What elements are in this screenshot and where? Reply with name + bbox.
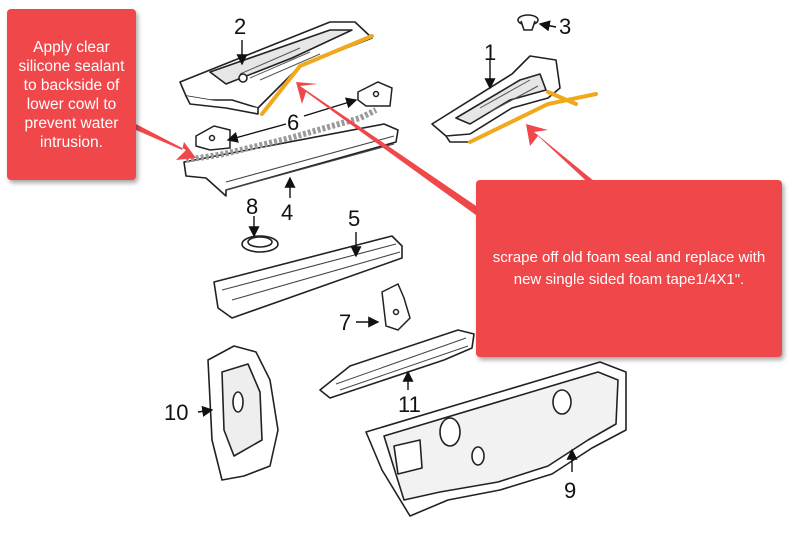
part-number-4: 4 [281, 200, 293, 225]
foam-seal-instruction-callout: scrape off old foam seal and replace wit… [476, 180, 782, 357]
part-number-8: 8 [246, 194, 258, 219]
part-5-rail [213, 235, 403, 319]
part-9-dash-panel [365, 361, 627, 517]
sealant-instruction-text: Apply clear silicone sealant to backside… [18, 38, 125, 151]
part-3-clip [517, 14, 539, 31]
part-10-pillar [207, 345, 279, 481]
part-number-10: 10 [164, 400, 188, 425]
leader-lines [197, 20, 578, 472]
part-number-7: 7 [339, 310, 351, 335]
part-numbers: 2 3 1 6 4 8 5 7 10 11 9 [164, 14, 576, 503]
part-number-9: 9 [564, 478, 576, 503]
part-11-brace [319, 329, 475, 399]
part-6-brackets [195, 81, 393, 151]
sealant-instruction-callout: Apply clear silicone sealant to backside… [7, 9, 136, 180]
foam-tape [260, 34, 598, 144]
part-4-lower-cowl [183, 123, 399, 197]
part-number-5: 5 [348, 206, 360, 231]
callout-arrows [132, 82, 600, 218]
part-number-3: 3 [559, 14, 571, 39]
part-number-2: 2 [234, 14, 246, 39]
part-2-upper-cowl-left [179, 21, 373, 115]
part-number-1: 1 [484, 40, 496, 65]
foam-seal-instruction-text: scrape off old foam seal and replace wit… [492, 248, 766, 288]
sealant-bead [185, 107, 378, 163]
part-number-6: 6 [287, 110, 299, 135]
part-number-11: 11 [398, 392, 421, 417]
part-7-bracket [381, 282, 411, 331]
part-8-plug [241, 235, 279, 253]
